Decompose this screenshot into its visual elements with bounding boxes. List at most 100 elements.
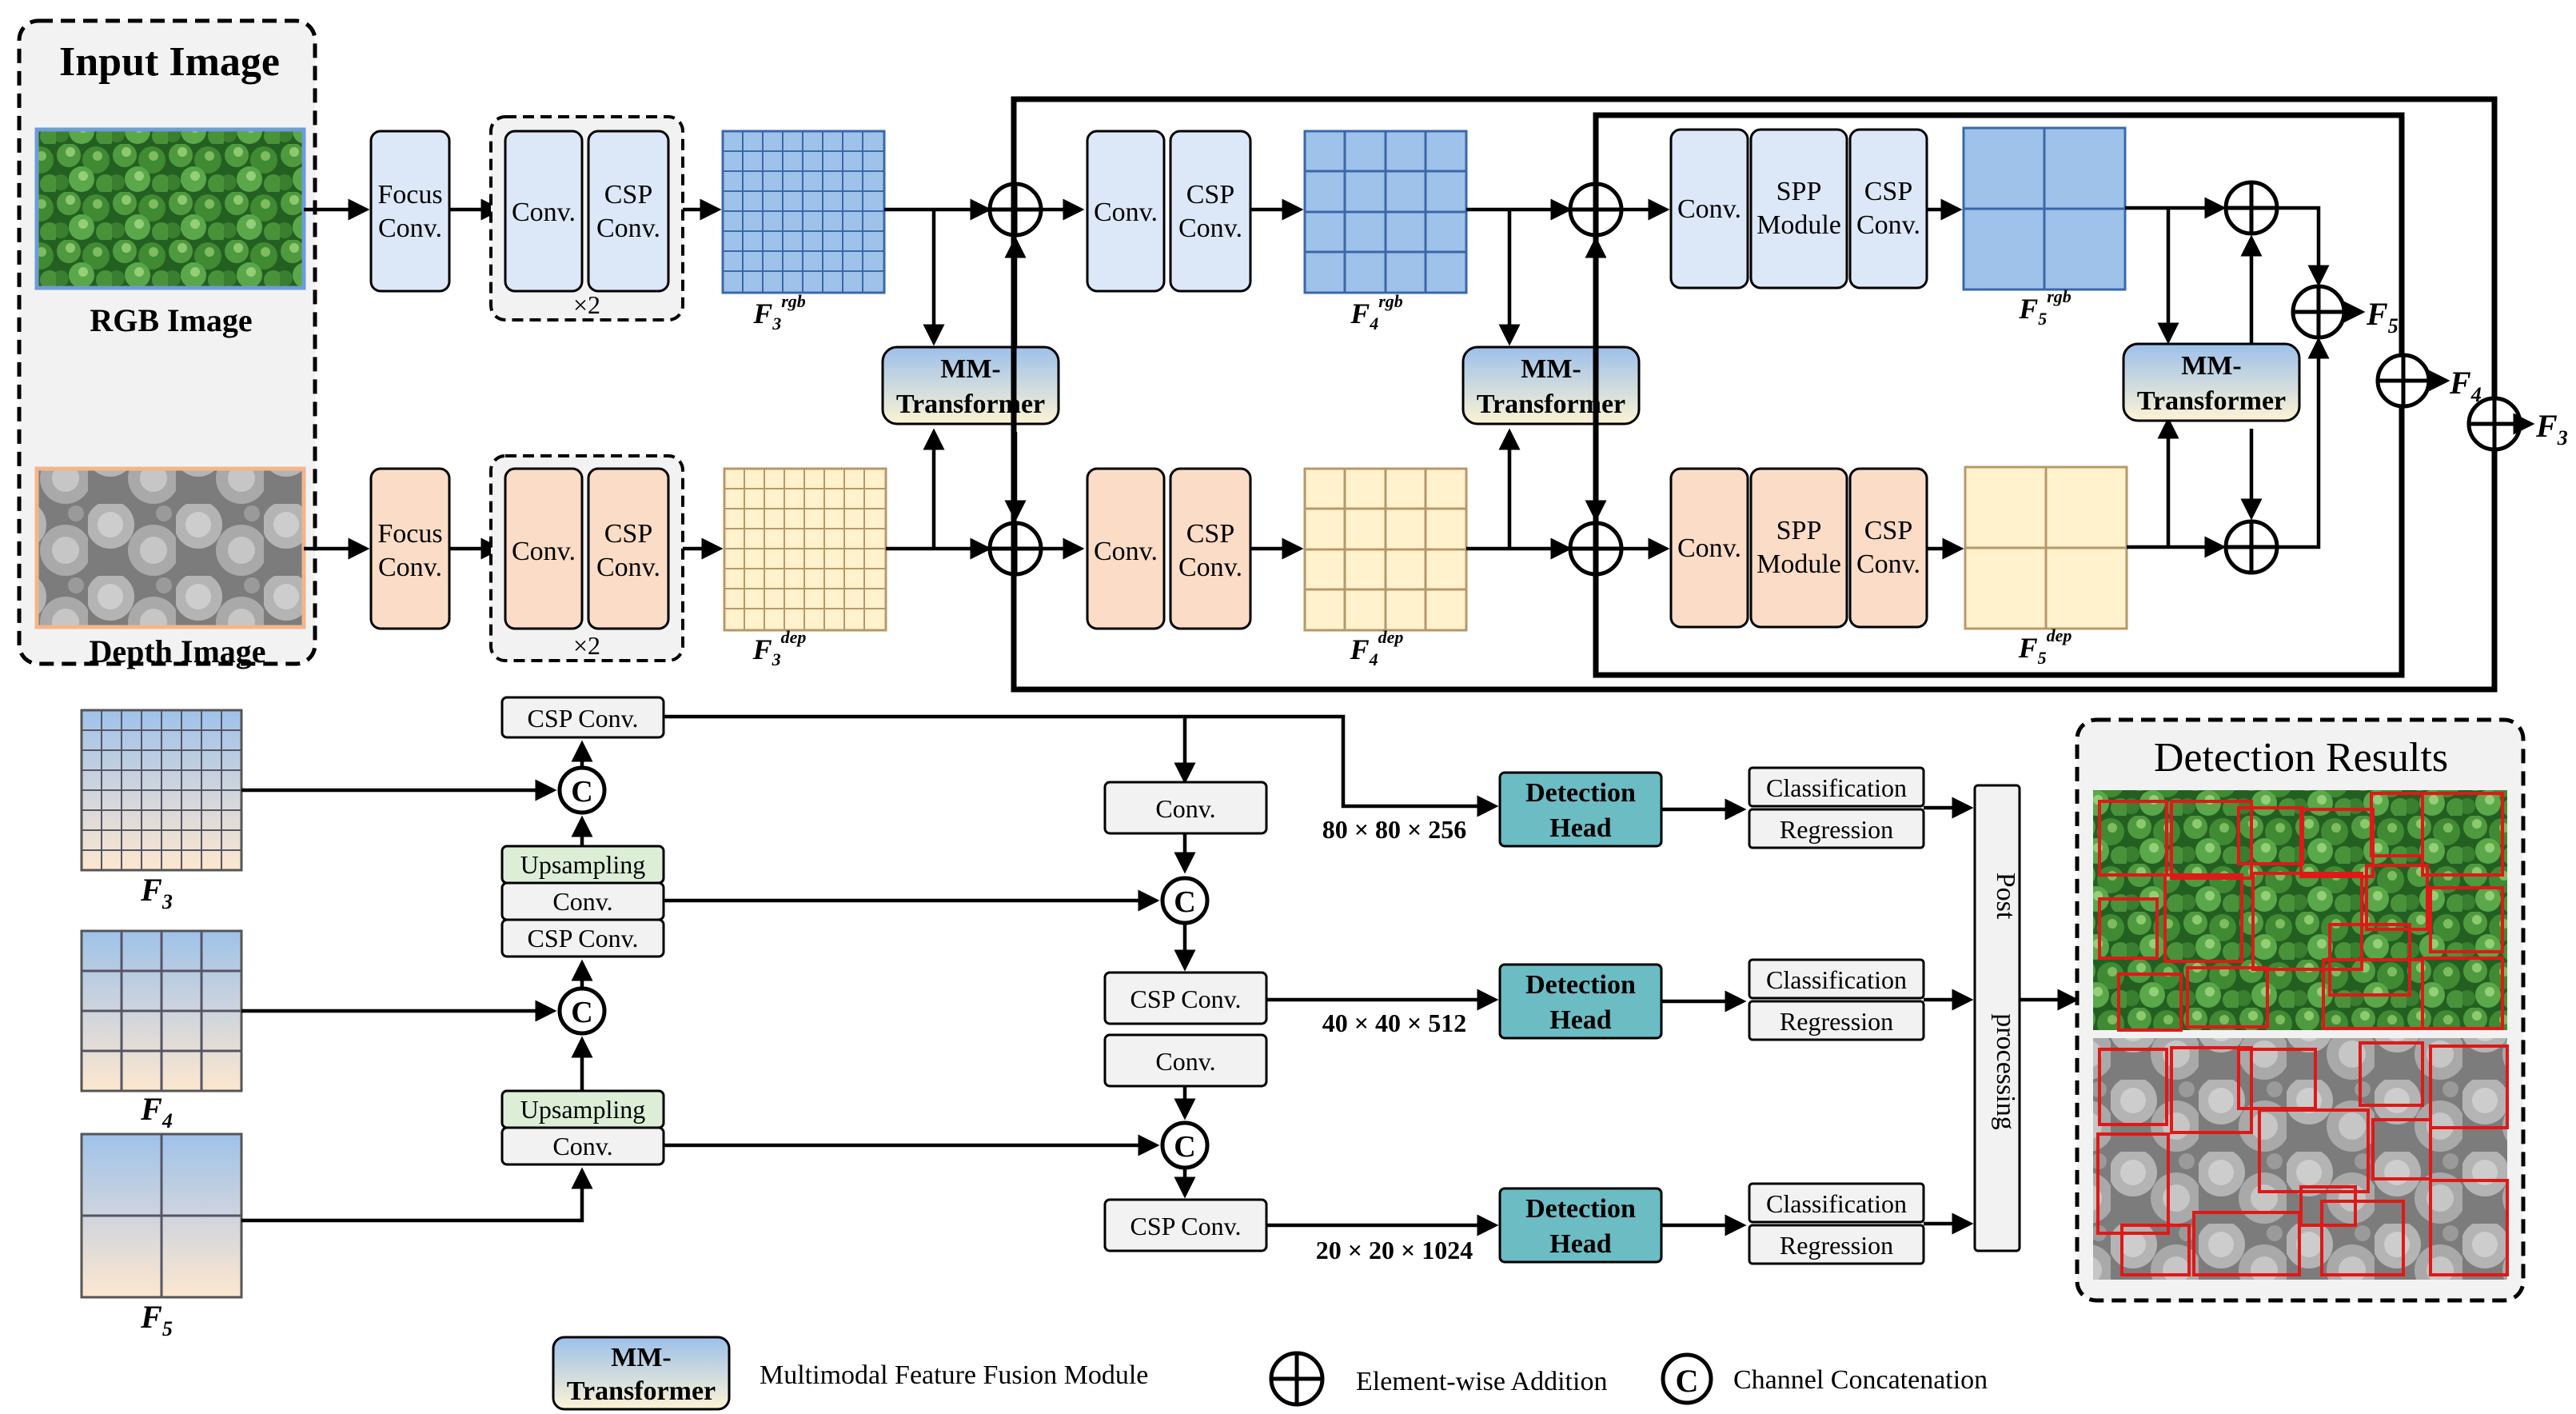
repeat-label-depth: ×2: [573, 631, 600, 660]
result-depth-boxes: [2096, 1041, 2509, 1276]
conv-rgb-1: Conv.: [504, 130, 584, 293]
neck-conv-right-2: Conv.: [1103, 1033, 1268, 1088]
label-f5-depth: F5dep: [2018, 625, 2072, 668]
head-output-2-regression: Regression: [1780, 1007, 1893, 1036]
neck-conv-2: Conv.: [500, 1126, 665, 1166]
neck-upsampling-2-label: Upsampling: [520, 1095, 645, 1124]
conv-depth-3-label: Conv.: [1677, 533, 1741, 563]
mm-transformer-1-line2: Transformer: [896, 389, 1045, 419]
conv-depth-1: Conv.: [504, 467, 584, 630]
neck-csp-conv-right-1-label: CSP Conv.: [1130, 985, 1241, 1013]
rgb-image: [34, 127, 306, 290]
label-f4-depth: F4dep: [1350, 627, 1404, 669]
neck-csp-conv-right-2-label: CSP Conv.: [1130, 1212, 1241, 1240]
conv-rgb-1-box: [504, 130, 584, 293]
neck-concat-2-symbol: C: [571, 996, 592, 1029]
csp-conv-depth-1-line1: CSP: [604, 519, 653, 549]
csp-conv-rgb-2-line2: Conv.: [1178, 214, 1242, 243]
conv-depth-2-label: Conv.: [1094, 537, 1158, 566]
conv-rgb-2-label: Conv.: [1094, 198, 1158, 227]
feature-map-f3-depth: [723, 467, 887, 632]
head-size-2: 40 × 40 × 512: [1322, 1009, 1466, 1037]
conv-depth-1-box: [504, 467, 584, 630]
focus-conv-rgb-line2: Conv.: [378, 214, 442, 243]
conv-rgb-2-box: [1086, 130, 1166, 293]
head-output-1: Classification Regression: [1748, 766, 1925, 849]
label-f3-depth: F3dep: [752, 627, 807, 669]
output-f3: F3: [2535, 408, 2568, 449]
csp-conv-rgb-2-box: [1169, 130, 1252, 293]
csp-conv-depth-1-box: [587, 467, 670, 630]
neck-conv-2-label: Conv.: [552, 1132, 612, 1160]
repeat-label-rgb: ×2: [573, 290, 600, 319]
input-panel: Input Image RGB Image Depth Image: [17, 18, 317, 669]
legend-concat-letter: C: [1676, 1363, 1699, 1399]
spp-module-rgb-line1: SPP: [1776, 177, 1822, 206]
conv-rgb-3-box: [1669, 128, 1749, 290]
neck-label-f5: F5: [140, 1299, 173, 1340]
depth-image-caption: Depth Image: [89, 633, 265, 669]
focus-conv-depth-line2: Conv.: [378, 553, 442, 582]
mm-transformer-3: MM- Transformer: [2122, 342, 2301, 422]
output-f4: F4: [2449, 365, 2482, 406]
neck-label-f3: F3: [140, 872, 173, 913]
rgb-image-caption: RGB Image: [90, 302, 252, 338]
legend-addition-desc: Element-wise Addition: [1356, 1367, 1607, 1396]
conv-rgb-1-label: Conv.: [512, 198, 576, 227]
neck-csp-conv-right-2: CSP Conv.: [1103, 1198, 1268, 1252]
head-output-2-classification: Classification: [1766, 965, 1907, 994]
post-processing: Post processing: [1973, 784, 2021, 1252]
detection-head-3-line1: Detection: [1525, 1194, 1636, 1224]
add-node-depth-3: [2223, 519, 2279, 575]
csp-conv-depth-1-line2: Conv.: [596, 553, 660, 582]
neck-csp-conv-top-label: CSP Conv.: [527, 704, 638, 733]
csp-conv-depth-2-line1: CSP: [1186, 519, 1235, 549]
legend-mm-transformer-desc: Multimodal Feature Fusion Module: [760, 1360, 1148, 1390]
detection-head-2-line2: Head: [1549, 1005, 1612, 1035]
mm-transformer-2-line1: MM-: [1521, 354, 1581, 384]
feature-map-f4-depth: [1303, 467, 1468, 632]
neck-feature-f5: [80, 1132, 243, 1299]
focus-conv-rgb-line1: Focus: [377, 180, 442, 210]
head-output-3: Classification Regression: [1748, 1182, 1925, 1265]
focus-conv-rgb: Focus Conv.: [369, 130, 451, 293]
detection-head-2-line1: Detection: [1525, 970, 1636, 1000]
neck-csp-conv-mid: CSP Conv.: [500, 918, 665, 958]
conv-rgb-3-label: Conv.: [1677, 194, 1741, 224]
neck-upsampling-2: Upsampling: [500, 1089, 665, 1129]
head-output-2: Classification Regression: [1748, 958, 1925, 1041]
mm-transformer-1: MM- Transformer: [881, 346, 1060, 425]
mm-transformer-3-box: [2122, 342, 2301, 422]
neck-concat-2: C: [557, 986, 607, 1036]
head-output-1-regression: Regression: [1780, 815, 1893, 844]
csp-conv-rgb-2: CSP Conv.: [1169, 130, 1252, 293]
detection-head-1-line2: Head: [1549, 813, 1612, 843]
feature-map-f4-rgb: [1303, 130, 1468, 294]
csp-conv-depth-1: CSP Conv.: [587, 467, 670, 630]
add-node-f5: [2291, 284, 2347, 340]
feature-map-f5-depth: [1964, 465, 2128, 630]
neck-csp-conv-right-1: CSP Conv.: [1103, 971, 1268, 1025]
neck-conv-right-1-label: Conv.: [1155, 794, 1215, 823]
detection-head-1-line1: Detection: [1525, 778, 1636, 808]
legend: MM- Transformer Multimodal Feature Fusio…: [552, 1336, 1988, 1411]
add-node-rgb-3: [2223, 180, 2279, 236]
conv-depth-3: Conv.: [1669, 467, 1749, 629]
detection-head-1: Detection Head: [1498, 771, 1663, 848]
neck-conv-1-label: Conv.: [552, 887, 612, 916]
conv-rgb-2: Conv.: [1086, 130, 1166, 293]
add-node-f4: [2375, 353, 2431, 409]
detection-head-3-line2: Head: [1549, 1229, 1612, 1259]
mm-transformer-2: MM- Transformer: [1461, 346, 1641, 425]
feature-map-f3-rgb: [721, 130, 886, 294]
head-output-3-regression: Regression: [1780, 1231, 1893, 1260]
neck-concat-4: C: [1160, 1120, 1210, 1170]
csp-conv-rgb-3-line1: CSP: [1864, 177, 1913, 206]
detection-head-2: Detection Head: [1498, 963, 1663, 1040]
spp-module-depth-line2: Module: [1757, 549, 1841, 579]
arrow: [241, 1167, 593, 1223]
result-rgb-boxes: [2098, 792, 2504, 1032]
legend-mm-transformer-line1: MM-: [611, 1343, 672, 1372]
neck-concat-4-symbol: C: [1174, 1130, 1195, 1164]
